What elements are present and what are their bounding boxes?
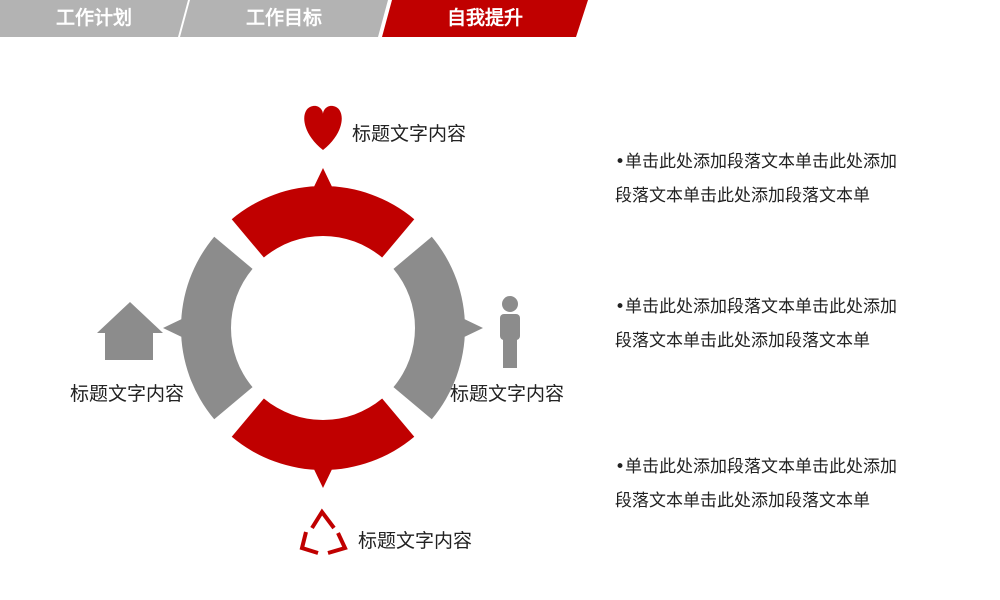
ring-segment-left — [163, 236, 253, 420]
tab-label: 自我提升 — [446, 7, 523, 29]
paragraph-2[interactable]: •单击此处添加段落文本单击此处添加 段落文本单击此处添加段落文本单 — [615, 290, 915, 358]
paragraph-line: 段落文本单击此处添加段落文本单 — [615, 331, 870, 351]
paragraph-line: 段落文本单击此处添加段落文本单 — [615, 491, 870, 511]
tab-self-improvement[interactable]: 自我提升 — [382, 0, 588, 37]
tab-work-goals[interactable]: 工作目标 — [180, 0, 388, 37]
person-icon — [500, 296, 520, 368]
bottom-title-label: 标题文字内容 — [358, 530, 473, 552]
ring-segment-top — [231, 168, 415, 258]
paragraph-line: •单击此处添加段落文本单击此处添加 — [615, 457, 898, 477]
paragraph-3[interactable]: •单击此处添加段落文本单击此处添加 段落文本单击此处添加段落文本单 — [615, 450, 915, 518]
paragraph-line: •单击此处添加段落文本单击此处添加 — [615, 297, 898, 317]
house-icon — [97, 302, 163, 360]
tab-label: 工作计划 — [55, 7, 132, 29]
heart-icon — [304, 105, 342, 150]
tab-label: 工作目标 — [245, 7, 322, 29]
tab-work-plan[interactable]: 工作计划 — [0, 0, 188, 37]
paragraph-line: 段落文本单击此处添加段落文本单 — [615, 186, 870, 206]
recycle-icon — [299, 508, 348, 555]
paragraph-1[interactable]: •单击此处添加段落文本单击此处添加 段落文本单击此处添加段落文本单 — [615, 145, 915, 213]
top-title-label: 标题文字内容 — [352, 123, 467, 145]
ring-segment-bottom — [231, 398, 415, 488]
paragraph-line: •单击此处添加段落文本单击此处添加 — [615, 152, 898, 172]
ring-segment-right — [393, 236, 483, 420]
left-title-label: 标题文字内容 — [70, 383, 185, 405]
right-title-label: 标题文字内容 — [450, 383, 565, 405]
